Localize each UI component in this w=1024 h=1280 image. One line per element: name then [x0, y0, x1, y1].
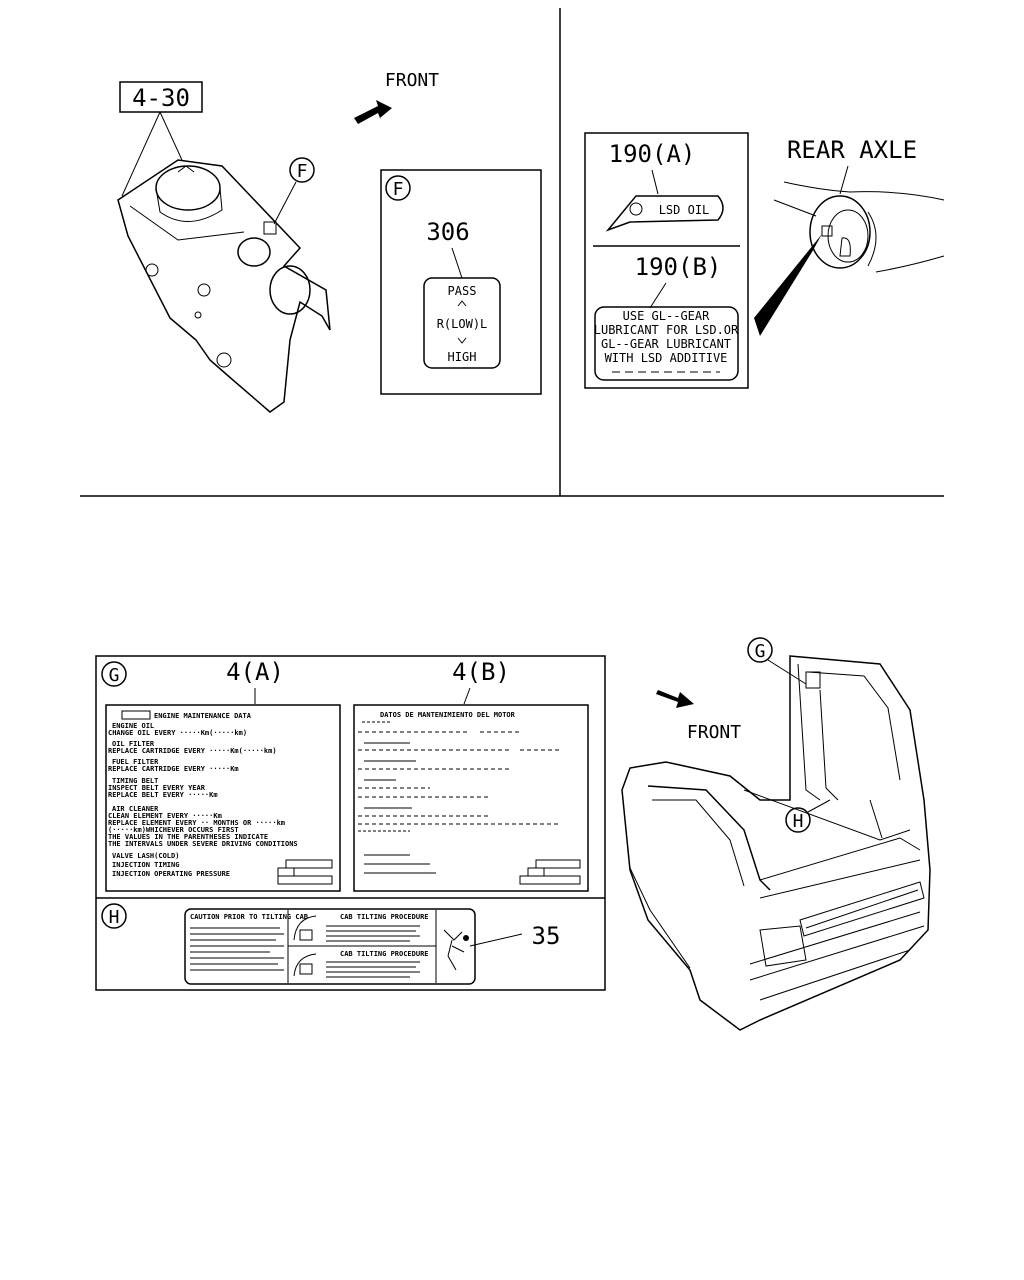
caution-title: CAUTION PRIOR TO TILTING CAB [190, 913, 308, 921]
spanish-placeholder-lines [358, 721, 562, 874]
warning-figure-icon [443, 929, 469, 971]
front-label-top: FRONT [385, 70, 439, 91]
eng-line: INSPECT BELT EVERY YEAR [108, 784, 206, 792]
eng-line: REPLACE CARTRIDGE EVERY ·····Km(·····km) [108, 747, 277, 755]
cab-tilting-2: CAB TILTING PROCEDURE [340, 950, 429, 958]
eng-line: ENGINE OIL [112, 722, 154, 730]
callout-box-4-30 [119, 81, 203, 113]
eng-line: CLEAN ELEMENT EVERY ·····Km [108, 812, 222, 820]
part-4a: 4(A) [226, 658, 284, 686]
eng-line: INJECTION TIMING [112, 861, 179, 869]
rear-axle-label: REAR AXLE [787, 136, 917, 164]
eng-line: REPLACE CARTRIDGE EVERY ·····Km [108, 765, 239, 773]
instruction-line-4: WITH LSD ADDITIVE [605, 351, 728, 365]
panel-letter-g: G [109, 665, 120, 686]
detail-panel-gh [95, 655, 606, 991]
label-306 [423, 277, 501, 369]
view-letter-h: H [793, 811, 804, 832]
instruction-line-2: LUBRICANT FOR LSD.OR [594, 323, 739, 337]
panel-letter-f: F [393, 179, 404, 200]
cab-tilt-icon [293, 915, 317, 977]
spanish-title: DATOS DE MANTENIMIENTO DEL MOTOR [380, 711, 516, 719]
bottom-section: G 4(A) 4(B) ENGINE MAINTENANCE DATA ENGI… [95, 637, 931, 1031]
eng-line: VALVE LASH(COLD) [112, 852, 179, 860]
lsd-oil-text: LSD OIL [659, 203, 710, 217]
front-arrow-icon [354, 100, 392, 124]
rear-axle-drawing [754, 181, 945, 336]
cab-tilting-1: CAB TILTING PROCEDURE [340, 913, 429, 921]
eng-line: REPLACE BELT EVERY ·····Km [108, 791, 218, 799]
detail-panel-190 [584, 132, 749, 389]
tag-hole-icon [629, 202, 643, 216]
front-label-bottom: FRONT [687, 722, 741, 743]
part-4b: 4(B) [452, 658, 510, 686]
instruction-line-3: GL--GEAR LUBRICANT [601, 337, 731, 351]
label-306-line-2: R(LOW)L [437, 317, 488, 331]
eng-line: TIMING BELT [112, 777, 158, 785]
label-4a [105, 704, 341, 892]
view-marker-f [289, 157, 315, 183]
label-4b [353, 704, 589, 892]
label-306-line-1: PASS [448, 284, 477, 298]
detail-panel-f [380, 169, 542, 395]
lsd-oil-tag [605, 195, 724, 232]
english-title: ENGINE MAINTENANCE DATA [154, 712, 252, 720]
english-value-boxes [277, 859, 333, 885]
eng-line: (·····km)WHICHEVER OCCURS FIRST [108, 826, 239, 834]
bracket-drawing [117, 159, 331, 413]
procedure-lines [326, 925, 420, 978]
caution-lines [190, 927, 284, 971]
spanish-value-boxes [519, 859, 581, 885]
instruction-line-1: USE GL--GEAR [623, 309, 710, 323]
part-190b: 190(B) [635, 253, 722, 281]
panel-letter-h: H [109, 907, 120, 928]
eng-line: THE INTERVALS UNDER SEVERE DRIVING CONDI… [108, 840, 298, 848]
section-dividers [80, 8, 944, 497]
label-35 [184, 908, 476, 985]
eng-line: FUEL FILTER [112, 758, 159, 766]
top-right-section: 190(A) LSD OIL 190(B) USE GL--GEAR LUBRI… [584, 132, 945, 389]
part-35: 35 [532, 922, 561, 950]
truck-cab-drawing [621, 655, 931, 1031]
eng-line: CHANGE OIL EVERY ·····Km(·····km) [108, 729, 247, 737]
part-306: 306 [426, 218, 469, 246]
eng-line: INJECTION OPERATING PRESSURE [112, 870, 230, 878]
callout-4-30: 4-30 [132, 84, 190, 112]
eng-line: THE VALUES IN THE PARENTHESES INDICATE [108, 833, 268, 841]
label-190b [594, 306, 739, 381]
eng-line: AIR CLEANER [112, 805, 159, 813]
eng-line: OIL FILTER [112, 740, 155, 748]
part-190a: 190(A) [609, 140, 696, 168]
view-letter-g: G [755, 641, 766, 662]
view-letter-f: F [297, 161, 308, 182]
english-lines: ENGINE OIL CHANGE OIL EVERY ·····Km(····… [108, 722, 298, 878]
eng-line: REPLACE ELEMENT EVERY ·· MONTHS OR ·····… [108, 819, 285, 827]
label-306-line-3: HIGH [448, 350, 477, 364]
front-arrow-icon-bottom [656, 690, 694, 708]
top-left-section: 4-30 F FRONT F 306 [117, 70, 542, 413]
